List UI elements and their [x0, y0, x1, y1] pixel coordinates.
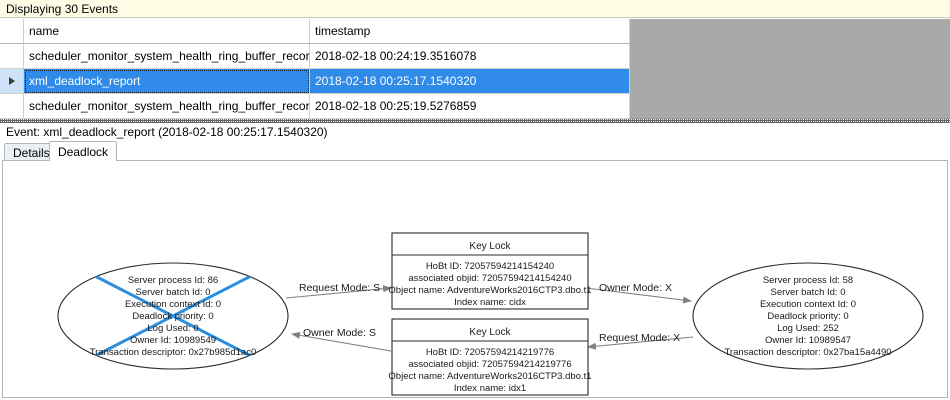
row-name-cell[interactable]: scheduler_monitor_system_health_ring_buf… [24, 44, 310, 69]
process-right-line-5: Owner Id: 10989547 [765, 335, 851, 346]
process-left-line-4: Log Used: 0 [147, 323, 198, 334]
row-timestamp-cell[interactable]: 2018-02-18 00:25:17.1540320 [310, 69, 630, 94]
event-detail-header: Event: xml_deadlock_report (2018-02-18 0… [0, 123, 950, 141]
edge-request-x-label: Request Mode: X [599, 332, 680, 344]
process-left-line-0: Server process Id: 86 [128, 275, 218, 286]
resource-node-bottom-box[interactable] [391, 318, 589, 396]
resource-top-line-2: Object name: AdventureWorks2016CTP3.dbo.… [388, 285, 591, 296]
resource-top-title: Key Lock [469, 241, 511, 252]
resource-bottom-title: Key Lock [469, 327, 511, 338]
resource-node-top[interactable]: Key Lock HoBt ID: 72057594214154240 asso… [388, 232, 592, 310]
table-row[interactable]: scheduler_monitor_system_health_ring_buf… [0, 44, 630, 69]
process-right-line-2: Execution context Id: 0 [760, 299, 856, 310]
edge-request-s: Request Mode: S [285, 282, 392, 299]
row-timestamp-cell[interactable]: 2018-02-18 00:25:19.5276859 [310, 94, 630, 119]
events-count-label: Displaying 30 Events [6, 1, 119, 16]
process-node-left[interactable]: Server process Id: 86 Server batch Id: 0… [57, 262, 289, 370]
row-name-cell[interactable]: scheduler_monitor_system_health_ring_buf… [24, 94, 310, 119]
edge-request-x: Request Mode: X [587, 332, 694, 350]
grid-header-indicator-cell [0, 19, 24, 44]
process-left-line-1: Server batch Id: 0 [136, 287, 211, 298]
process-left-line-2: Execution context Id: 0 [125, 299, 221, 310]
grid-header-name[interactable]: name [24, 19, 310, 44]
events-count-banner: Displaying 30 Events [0, 0, 950, 18]
process-right-line-6: Transaction descriptor: 0x27ba15a4490 [724, 347, 891, 358]
resource-top-line-0: HoBt ID: 72057594214154240 [426, 261, 554, 272]
process-node-right-ellipse[interactable] [692, 262, 924, 370]
resource-bottom-line-3: Index name: idx1 [454, 383, 526, 394]
edge-owner-x-label: Owner Mode: X [599, 282, 672, 294]
tab-deadlock[interactable]: Deadlock [49, 141, 118, 161]
edge-owner-x: Owner Mode: X [585, 282, 692, 304]
resource-bottom-line-1: associated objid: 72057594214219776 [408, 359, 571, 370]
current-row-arrow-icon [8, 77, 15, 85]
row-timestamp-cell[interactable]: 2018-02-18 00:24:19.3516078 [310, 44, 630, 69]
resource-bottom-line-2: Object name: AdventureWorks2016CTP3.dbo.… [388, 371, 591, 382]
grid-header-row: name timestamp [0, 19, 630, 44]
tab-deadlock-label: Deadlock [58, 144, 109, 159]
edge-owner-s-label: Owner Mode: S [303, 327, 376, 339]
process-node-right[interactable]: Server process Id: 58 Server batch Id: 0… [692, 262, 924, 370]
resource-top-line-3: Index name: cidx [454, 297, 526, 308]
edge-request-s-label: Request Mode: S [299, 282, 380, 294]
process-left-line-5: Owner Id: 10989549 [130, 335, 216, 346]
grid-header-timestamp[interactable]: timestamp [310, 19, 630, 44]
row-indicator-cell[interactable] [0, 44, 24, 69]
row-name-cell[interactable]: xml_deadlock_report [24, 69, 310, 94]
row-indicator-cell[interactable] [0, 69, 24, 94]
table-row-selected[interactable]: xml_deadlock_report 2018-02-18 00:25:17.… [0, 69, 630, 94]
events-grid[interactable]: name timestamp scheduler_monitor_system_… [0, 19, 950, 119]
process-right-line-0: Server process Id: 58 [763, 275, 853, 286]
process-right-line-4: Log Used: 252 [777, 323, 839, 334]
process-right-line-3: Deadlock priority: 0 [767, 311, 848, 322]
resource-top-line-1: associated objid: 72057594214154240 [408, 273, 571, 284]
process-left-line-6: Transaction descriptor: 0x27b985d1ac0 [90, 347, 257, 358]
row-indicator-cell[interactable] [0, 94, 24, 119]
process-left-line-3: Deadlock priority: 0 [132, 311, 213, 322]
process-right-line-1: Server batch Id: 0 [771, 287, 846, 298]
event-detail-title: Event: xml_deadlock_report (2018-02-18 0… [6, 125, 328, 139]
tab-details-label: Details [13, 145, 50, 160]
resource-node-top-box[interactable] [391, 232, 589, 310]
horizontal-splitter[interactable] [0, 119, 950, 123]
deadlock-graph: Request Mode: S Owner Mode: X Owner Mode… [57, 232, 924, 396]
table-row[interactable]: scheduler_monitor_system_health_ring_buf… [0, 94, 630, 119]
detail-tabstrip: Details Deadlock [0, 141, 950, 161]
resource-node-bottom[interactable]: Key Lock HoBt ID: 72057594214219776 asso… [388, 318, 592, 396]
edge-owner-s: Owner Mode: S [291, 327, 392, 352]
tab-details[interactable]: Details [4, 143, 59, 161]
resource-bottom-line-0: HoBt ID: 72057594214219776 [426, 347, 554, 358]
deadlock-victim-cross-icon [90, 272, 256, 360]
deadlock-graph-panel[interactable]: Request Mode: S Owner Mode: X Owner Mode… [2, 160, 948, 398]
